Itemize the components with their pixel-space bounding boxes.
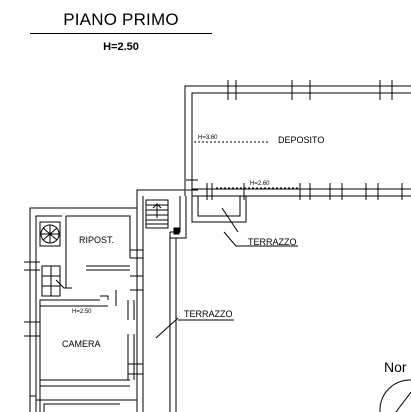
left-block-walls [24, 207, 143, 412]
title-underline [30, 33, 212, 34]
room-label-riposto: RIPOST. [79, 235, 115, 245]
plan-title: PIANO PRIMO [63, 10, 179, 29]
room-label-deposito: DEPOSITO [278, 135, 325, 145]
room-label-camera: CAMERA [62, 339, 101, 349]
floor-height-label: H=2.50 [103, 41, 139, 53]
deposito-height-upper: H=3.60 [198, 135, 218, 141]
stair-hall [136, 189, 187, 412]
upper-terrace [191, 196, 247, 233]
north-arrow-partial [379, 379, 411, 412]
camera-height-label: H=2.50 [72, 309, 92, 315]
deposito-height-lower: H=2.60 [250, 181, 270, 187]
deposito-walls [184, 80, 411, 200]
lower-terrace-label: TERRAZZO [184, 309, 233, 319]
upper-terrace-label: TERRAZZO [248, 237, 297, 247]
compass-label: Nor [384, 359, 407, 375]
